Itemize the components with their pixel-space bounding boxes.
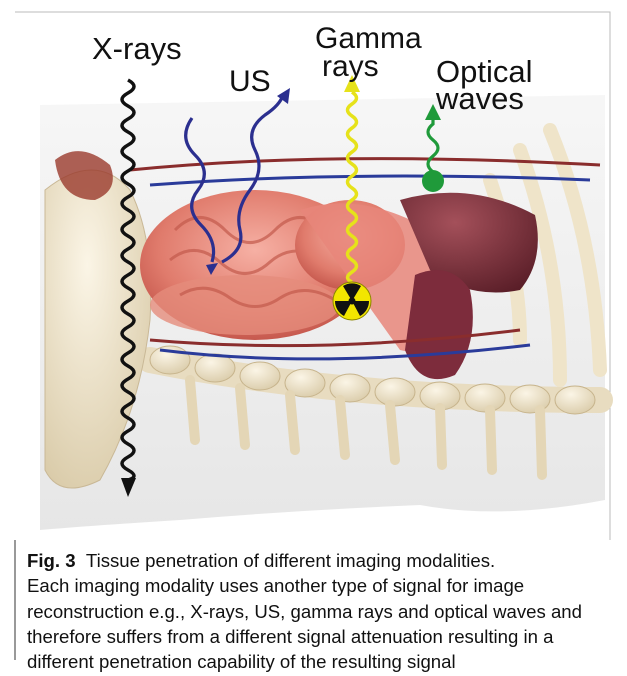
radiation-symbol	[333, 282, 371, 320]
caption-line-1: Tissue penetration of different imaging …	[86, 550, 495, 571]
xrays-label: X-rays	[92, 33, 182, 64]
figure-label: Fig. 3	[27, 550, 76, 571]
figure-caption: Fig. 3 Tissue penetration of different i…	[27, 548, 617, 674]
caption-line-4: therefore suffers from a different signa…	[27, 624, 617, 649]
gamma-label-line2: rays	[322, 52, 379, 82]
caption-line-5: different penetration capability of the …	[27, 649, 617, 674]
optical-label-line2: waves	[436, 83, 524, 114]
caption-line-3: reconstruction e.g., X-rays, US, gamma r…	[27, 599, 617, 624]
caption-line-2: Each imaging modality uses another type …	[27, 573, 617, 598]
us-label: US	[229, 67, 271, 97]
optical-source-dot	[422, 170, 444, 192]
